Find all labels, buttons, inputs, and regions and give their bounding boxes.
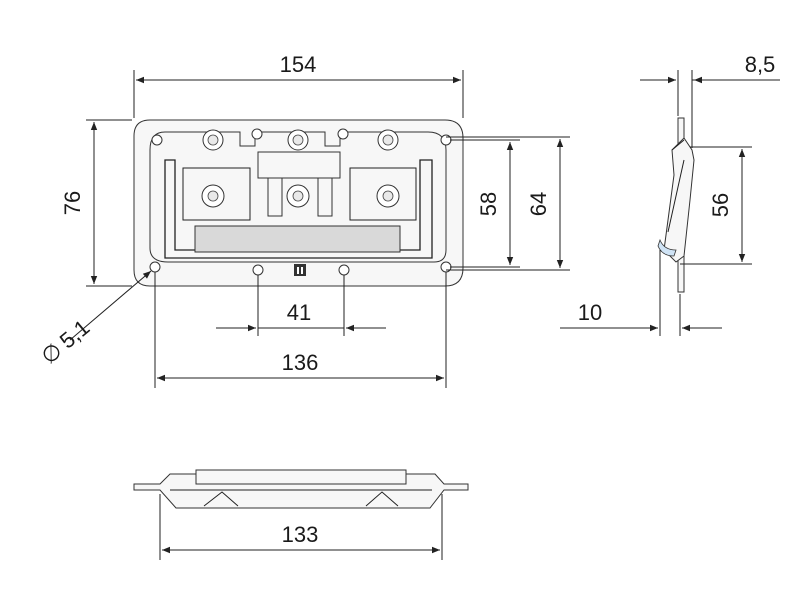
dim-line-diameter [69,270,152,341]
svg-text:5,1: 5,1 [55,315,95,354]
dim-136: 136 [282,350,319,375]
side-hinge-highlight [657,238,677,257]
hinge-post-right [317,177,333,217]
dim-8-5: 8,5 [745,52,776,77]
front-view: 154 76 58 64 ∅ 5,1 41 136 [36,52,570,388]
rivet-holes-lower [201,184,400,208]
dim-58: 58 [476,192,501,216]
handle-frame [164,159,433,259]
dim-133: 133 [282,522,319,547]
handle-inner-left [182,167,251,221]
bottom-rib-left [203,491,239,507]
dim-56: 56 [708,193,733,217]
rivet-holes-top [151,128,452,151]
hinge-post-left [267,177,283,217]
hinge-block [257,151,341,179]
bottom-rib-right [365,491,399,507]
dim-76: 76 [60,191,85,215]
dim-154: 154 [280,52,317,77]
dim-diameter-label: ∅ 5,1 [36,315,94,369]
handle-grip [194,225,401,253]
side-view: 8,5 56 10 [560,52,780,336]
bottom-view: 133 [133,469,469,560]
dim-41: 41 [287,300,311,325]
dim-10: 10 [578,300,602,325]
handle-inner-right [349,167,417,221]
logo-mark [294,264,306,276]
side-body [663,137,695,263]
dim-64: 64 [526,192,551,216]
bottom-handle [195,469,407,485]
